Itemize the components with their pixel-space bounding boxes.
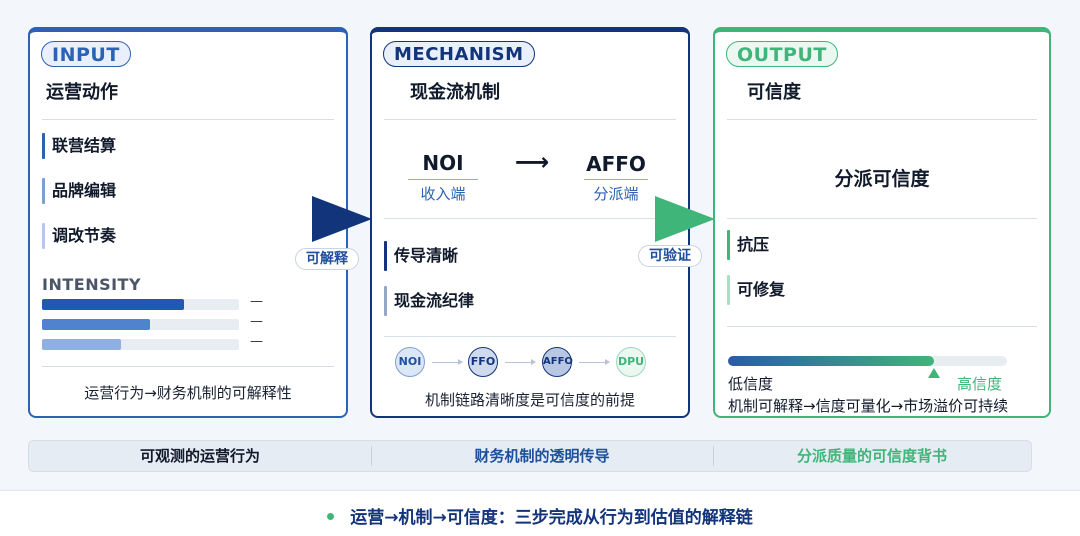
arrow-right-icon [312, 196, 372, 242]
mechanism-footer: 机制链路清晰度是可信度的前提 [424, 391, 635, 409]
output-item-resilience: 抗压 [727, 230, 770, 260]
output-title: 可信度 [747, 82, 801, 103]
strip-cell-observable: 可观测的运营行为 [139, 447, 260, 465]
item-label: 抗压 [737, 235, 770, 254]
item-bar [384, 286, 387, 316]
flow-underline [408, 179, 478, 180]
input-item-rhythm: 调改节奏 [42, 223, 116, 249]
node-affo: AFFO [542, 347, 573, 377]
divider [42, 366, 334, 367]
mechanism-panel: MECHANISM 现金流机制 NOI 收入端 ⟶ AFFO 分派端 传导清晰 … [370, 27, 690, 418]
intensity-fill [42, 339, 121, 350]
low-credibility-label: 低信度 [728, 375, 774, 393]
divider [42, 119, 334, 120]
flow-arrow-icon: ⟶ [514, 148, 550, 176]
intensity-label: INTENSITY [42, 275, 142, 294]
bottom-summary: 运营→机制→可信度：三步完成从行为到估值的解释链 [0, 490, 1080, 536]
bottom-summary-text: 运营→机制→可信度：三步完成从行为到估值的解释链 [0, 503, 1080, 528]
input-item-brand: 品牌编辑 [42, 178, 116, 204]
intensity-track [42, 339, 239, 350]
summary-strip: 可观测的运营行为 财务机制的透明传导 分派质量的可信度背书 [28, 440, 1032, 472]
node-noi: NOI [395, 347, 425, 377]
flow-underline [584, 179, 648, 180]
flow-to: AFFO [586, 152, 646, 176]
node-ffo: FFO [468, 347, 498, 377]
item-bar [42, 178, 45, 204]
triangle-up-icon [928, 368, 941, 378]
divider [727, 218, 1037, 219]
input-tag: INPUT [41, 41, 131, 67]
input-item-settlement: 联营结算 [42, 133, 116, 159]
mechanism-title: 现金流机制 [410, 82, 500, 103]
intensity-fill [42, 299, 184, 310]
item-bar [727, 275, 730, 305]
high-credibility-label: 高信度 [957, 375, 1003, 393]
divider [384, 218, 676, 219]
mechanism-tag: MECHANISM [383, 41, 535, 67]
flow-to-sub: 分派端 [593, 185, 639, 203]
item-bar [727, 230, 730, 260]
item-label: 可修复 [737, 280, 786, 299]
item-label: 现金流纪律 [394, 291, 475, 310]
intensity-dash: — [250, 334, 263, 349]
connector-verifiable: 可验证 [638, 245, 702, 267]
strip-cell-transparent: 财务机制的透明传导 [474, 447, 610, 465]
input-title: 运营动作 [46, 82, 118, 103]
node-arrow-icon [432, 359, 463, 365]
strip-divider [713, 446, 714, 466]
output-item-repairable: 可修复 [727, 275, 786, 305]
intensity-dash: — [250, 314, 263, 329]
item-bar [384, 241, 387, 271]
output-panel: OUTPUT 可信度 分派可信度 抗压 可修复 低信度 高信度 机制可解释→信度… [713, 27, 1051, 418]
strip-cell-endorsement: 分派质量的可信度背书 [796, 447, 947, 465]
divider [727, 326, 1037, 327]
item-label: 品牌编辑 [52, 181, 117, 200]
node-arrow-icon [579, 359, 610, 365]
strip-divider [371, 446, 372, 466]
output-headline: 分派可信度 [834, 168, 930, 190]
node-arrow-icon [505, 359, 536, 365]
item-label: 联营结算 [52, 136, 117, 155]
flow-from-sub: 收入端 [420, 185, 466, 203]
item-label: 传导清晰 [394, 246, 459, 265]
item-bar [42, 133, 45, 159]
credibility-gauge-fill [728, 356, 935, 366]
intensity-track [42, 299, 239, 310]
divider [384, 119, 676, 120]
output-tag: OUTPUT [726, 41, 838, 67]
intensity-fill [42, 319, 151, 330]
intensity-track [42, 319, 239, 330]
mechanism-item-discipline: 现金流纪律 [384, 286, 475, 316]
connector-explainable: 可解释 [295, 248, 359, 270]
divider [727, 119, 1037, 120]
bottom-summary-label: 运营→机制→可信度：三步完成从行为到估值的解释链 [350, 508, 753, 528]
input-footer: 运营行为→财务机制的可解释性 [84, 384, 292, 402]
divider [384, 336, 676, 337]
mechanism-item-transmission: 传导清晰 [384, 241, 459, 271]
item-label: 调改节奏 [52, 226, 117, 245]
credibility-gauge [728, 356, 1007, 366]
arrow-right-icon [655, 196, 715, 242]
output-footer: 机制可解释→信度可量化→市场溢价可持续 [728, 397, 1009, 415]
intensity-dash: — [250, 294, 263, 309]
input-panel: INPUT 运营动作 联营结算 品牌编辑 调改节奏 INTENSITY — — … [28, 27, 348, 418]
node-dpu: DPU [616, 347, 646, 377]
bullet-dot-icon [327, 512, 335, 520]
flow-from: NOI [422, 151, 464, 175]
item-bar [42, 223, 45, 249]
